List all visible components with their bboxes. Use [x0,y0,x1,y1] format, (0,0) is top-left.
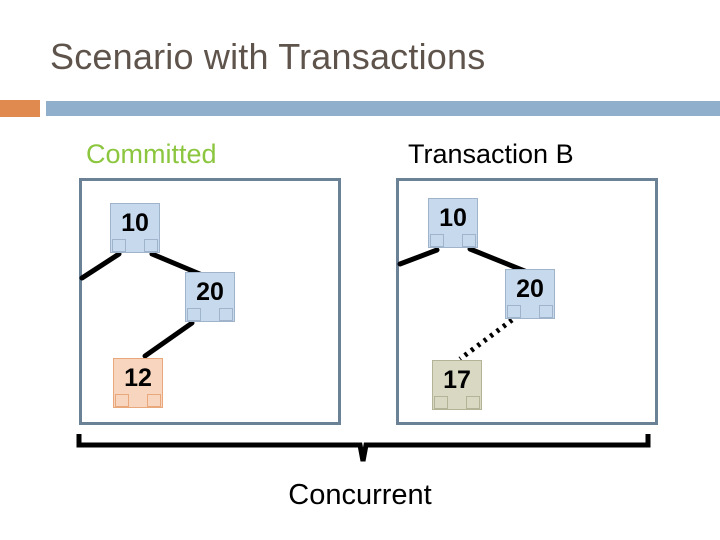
node-value: 12 [124,364,152,392]
concurrent-caption: Concurrent [288,479,432,511]
node-value: 20 [516,275,544,303]
node-value: 10 [121,209,149,237]
panel-box-transaction-b [396,178,658,425]
tree-node-txb-17[interactable]: 17 [432,360,482,410]
node-left-pointer-slot [112,239,126,252]
panel-box-committed [79,178,341,425]
node-right-pointer-slot [462,234,476,247]
node-right-pointer-slot [147,394,161,407]
node-right-pointer-slot [219,308,233,321]
brace-shape [76,434,651,462]
page-title: Scenario with Transactions [50,36,486,77]
tree-node-committed-10[interactable]: 10 [110,203,160,253]
tree-node-committed-20[interactable]: 20 [185,272,235,322]
tree-node-committed-12[interactable]: 12 [113,358,163,408]
node-right-pointer-slot [144,239,158,252]
panel-label-committed: Committed [86,139,217,169]
node-right-pointer-slot [466,396,480,409]
concurrent-brace [70,430,666,470]
tree-node-txb-10[interactable]: 10 [428,198,478,248]
node-left-pointer-slot [430,234,444,247]
divider-accent-orange [0,100,40,117]
node-value: 20 [196,278,224,306]
node-value: 10 [439,204,467,232]
tree-node-txb-20[interactable]: 20 [505,269,555,319]
node-left-pointer-slot [507,305,521,318]
divider-bar-blue [46,101,720,116]
node-value: 17 [443,366,471,394]
node-left-pointer-slot [434,396,448,409]
node-right-pointer-slot [539,305,553,318]
node-left-pointer-slot [187,308,201,321]
node-left-pointer-slot [115,394,129,407]
panel-label-transaction-b: Transaction B [408,139,574,169]
